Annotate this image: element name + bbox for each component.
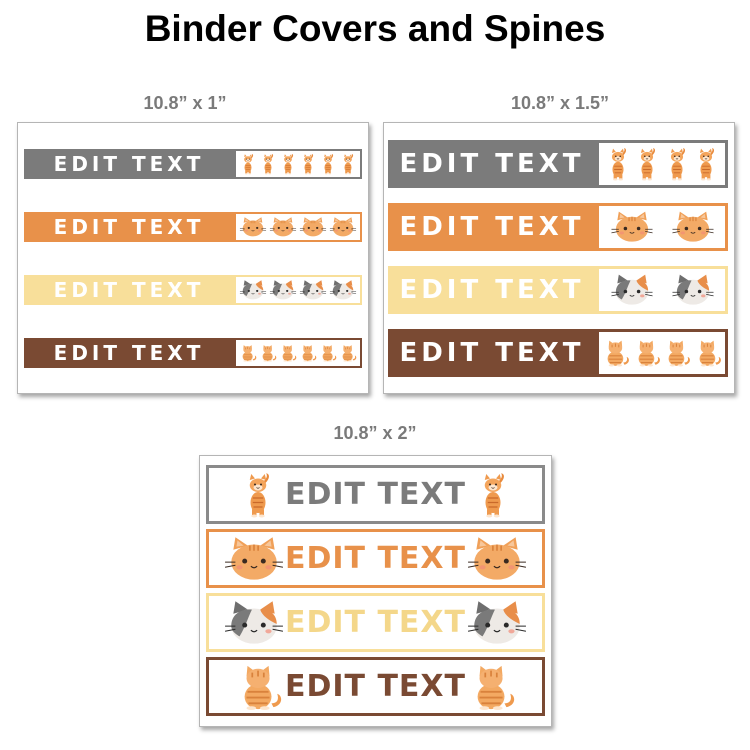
standing-orange-cat-icon <box>478 470 508 520</box>
sitting-orange-cat-back-icon <box>235 663 283 711</box>
sitting-orange-cat-back-icon <box>279 342 297 364</box>
calico-cat-face-icon <box>299 279 327 301</box>
orange-cat-face-icon <box>329 216 357 238</box>
spine-1in-brown[interactable]: EDIT TEXT <box>24 338 362 368</box>
calico-cat-face-icon <box>610 273 654 307</box>
sitting-orange-cat-back-icon <box>663 336 691 370</box>
calico-cat-face-icon <box>269 279 297 301</box>
sitting-orange-cat-back-icon <box>259 342 277 364</box>
icon-strip <box>234 275 362 305</box>
orange-cat-face-icon <box>223 535 285 583</box>
orange-cat-face-icon <box>466 535 528 583</box>
spine-label[interactable]: EDIT TEXT <box>284 605 467 640</box>
spine-1in-gray[interactable]: EDIT TEXT <box>24 149 362 179</box>
standing-orange-cat-icon <box>243 470 273 520</box>
spine-label[interactable]: EDIT TEXT <box>284 669 467 704</box>
sitting-orange-cat-back-icon <box>299 342 317 364</box>
icon-strip <box>234 149 362 179</box>
sitting-orange-cat-back-icon <box>694 336 722 370</box>
spine-label[interactable]: EDIT TEXT <box>53 278 205 302</box>
spine-1in-yellow[interactable]: EDIT TEXT <box>24 275 362 305</box>
spine-2in-brown[interactable]: EDIT TEXT <box>206 657 545 716</box>
panel-1-5in-spines: EDIT TEXT EDIT TEXT EDIT TEXT EDIT TEXT <box>383 122 735 394</box>
spine-label[interactable]: EDIT TEXT <box>399 149 585 179</box>
spine-1-5in-brown[interactable]: EDIT TEXT <box>388 329 728 377</box>
spine-1in-orange[interactable]: EDIT TEXT <box>24 212 362 242</box>
standing-orange-cat-icon <box>241 152 255 176</box>
icon-strip <box>596 203 728 251</box>
spine-label[interactable]: EDIT TEXT <box>53 215 205 239</box>
spine-1-5in-orange[interactable]: EDIT TEXT <box>388 203 728 251</box>
sitting-orange-cat-back-icon <box>633 336 661 370</box>
spine-2in-yellow[interactable]: EDIT TEXT <box>206 593 545 652</box>
size-label-1-5in: 10.8” x 1.5” <box>510 93 610 113</box>
spine-2in-orange[interactable]: EDIT TEXT <box>206 529 545 588</box>
standing-orange-cat-icon <box>321 152 335 176</box>
standing-orange-cat-icon <box>301 152 315 176</box>
calico-cat-face-icon <box>466 599 528 647</box>
standing-orange-cat-icon <box>261 152 275 176</box>
spine-label[interactable]: EDIT TEXT <box>284 541 467 576</box>
calico-cat-face-icon <box>239 279 267 301</box>
spine-label[interactable]: EDIT TEXT <box>399 212 585 242</box>
spine-label[interactable]: EDIT TEXT <box>284 477 467 512</box>
spine-1-5in-yellow[interactable]: EDIT TEXT <box>388 266 728 314</box>
spine-label[interactable]: EDIT TEXT <box>399 275 585 305</box>
calico-cat-face-icon <box>223 599 285 647</box>
spine-2in-gray[interactable]: EDIT TEXT <box>206 465 545 524</box>
sitting-orange-cat-back-icon <box>468 663 516 711</box>
standing-orange-cat-icon <box>695 145 717 183</box>
orange-cat-face-icon <box>299 216 327 238</box>
panel-1in-spines: EDIT TEXT EDIT TEXT EDIT TEXT EDI <box>17 122 369 394</box>
page-title: Binder Covers and Spines <box>144 8 606 49</box>
calico-cat-face-icon <box>671 273 715 307</box>
icon-strip <box>596 266 728 314</box>
standing-orange-cat-icon <box>341 152 355 176</box>
calico-cat-face-icon <box>329 279 357 301</box>
size-label-1in: 10.8” x 1” <box>143 93 227 113</box>
standing-orange-cat-icon <box>281 152 295 176</box>
icon-strip <box>234 212 362 242</box>
sitting-orange-cat-back-icon <box>319 342 337 364</box>
sitting-orange-cat-back-icon <box>602 336 630 370</box>
orange-cat-face-icon <box>671 210 715 244</box>
icon-strip <box>596 329 728 377</box>
spine-label[interactable]: EDIT TEXT <box>53 152 205 176</box>
spine-label[interactable]: EDIT TEXT <box>53 341 205 365</box>
spine-1-5in-gray[interactable]: EDIT TEXT <box>388 140 728 188</box>
standing-orange-cat-icon <box>666 145 688 183</box>
sitting-orange-cat-back-icon <box>339 342 357 364</box>
panel-2in-spines: EDIT TEXT EDIT TEXT EDIT TEXT EDIT TEXT <box>199 455 552 727</box>
sitting-orange-cat-back-icon <box>239 342 257 364</box>
orange-cat-face-icon <box>239 216 267 238</box>
size-label-2in: 10.8” x 2” <box>333 423 417 443</box>
standing-orange-cat-icon <box>636 145 658 183</box>
standing-orange-cat-icon <box>607 145 629 183</box>
orange-cat-face-icon <box>610 210 654 244</box>
spine-label[interactable]: EDIT TEXT <box>399 338 585 368</box>
orange-cat-face-icon <box>269 216 297 238</box>
icon-strip <box>234 338 362 368</box>
icon-strip <box>596 140 728 188</box>
